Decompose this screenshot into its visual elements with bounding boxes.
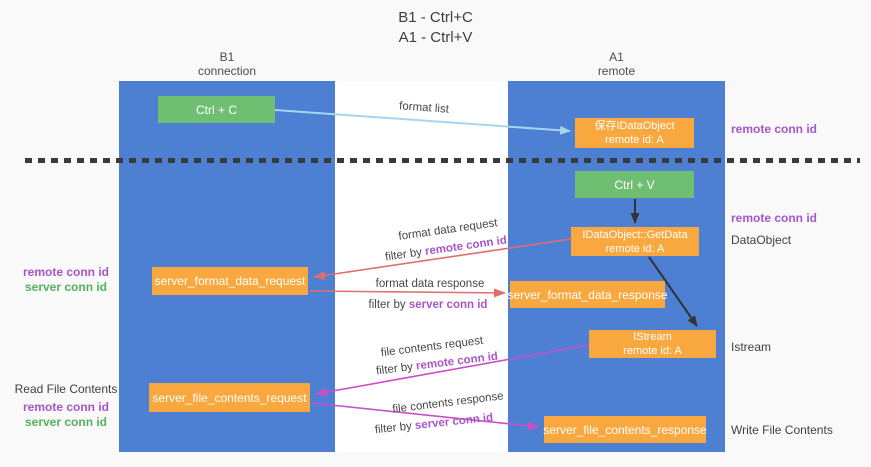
format-data-response-filter-label: filter by server conn id: [369, 299, 488, 311]
left-server-conn-id-1: server conn id: [24, 280, 108, 294]
dataobject-label: DataObject: [731, 233, 792, 247]
left-column-header: B1 connection: [119, 50, 335, 78]
right-remote-conn-id-mid: remote conn id: [731, 211, 818, 225]
server-file-contents-request-label: server_file_contents_request: [152, 390, 307, 405]
write-file-contents-label: Write File Contents: [731, 423, 833, 437]
server-file-contents-response-box: server_file_contents_response: [543, 416, 707, 443]
idataobject-getdata-line2: remote id: A: [605, 242, 665, 255]
save-idataobject-line1: 保存IDataObject: [594, 120, 675, 132]
server-format-data-request-box: server_format_data_request: [152, 267, 308, 295]
left-column-title: B1: [219, 50, 235, 64]
server-file-contents-request-box: server_file_contents_request: [149, 383, 310, 412]
format-data-response-label: format data response: [375, 278, 485, 290]
right-column-subtitle: remote: [597, 64, 636, 78]
ctrl-v-label: Ctrl + V: [614, 177, 655, 192]
istream-box: IStream remote id: A: [589, 330, 716, 358]
left-conn-id-group-1: remote conn id server conn id: [12, 265, 120, 295]
left-conn-id-group-2: Read File Contents remote conn id server…: [12, 382, 120, 430]
left-remote-conn-id-2: remote conn id: [22, 400, 109, 414]
left-server-conn-id-2: server conn id: [24, 415, 108, 429]
ctrl-c-label: Ctrl + C: [195, 102, 237, 117]
idataobject-getdata-line1: IDataObject::GetData: [582, 228, 688, 241]
title-line-2: A1 - Ctrl+V: [398, 29, 473, 46]
server-format-data-request-label: server_format_data_request: [154, 274, 306, 288]
filter-key-server-conn-id: server conn id: [408, 299, 488, 311]
read-file-contents-label: Read File Contents: [14, 382, 118, 396]
server-file-contents-response-label: server_file_contents_response: [543, 422, 707, 437]
istream-line2: remote id: A: [623, 345, 682, 357]
right-column-title: A1: [609, 50, 624, 64]
istream-line1: IStream: [633, 331, 672, 343]
idataobject-getdata-box: IDataObject::GetData remote id: A: [571, 227, 699, 256]
right-remote-conn-id-top: remote conn id: [731, 122, 818, 136]
title-line-1: B1 - Ctrl+C: [398, 9, 473, 26]
istream-annotation: Istream: [731, 340, 772, 354]
save-idataobject-line2: remote id: A: [605, 134, 664, 146]
server-format-data-response-box: server_format_data_response: [507, 281, 668, 308]
copy-paste-divider: [25, 158, 860, 163]
save-idataobject-box: 保存IDataObject remote id: A: [575, 118, 694, 148]
left-column-subtitle: connection: [197, 64, 257, 78]
right-column-header: A1 remote: [508, 50, 725, 78]
diagram-title: B1 - Ctrl+C A1 - Ctrl+V: [0, 8, 871, 48]
server-format-data-response-label: server_format_data_response: [507, 287, 668, 302]
filter-by-text: filter by: [368, 299, 409, 311]
ctrl-v-box: Ctrl + V: [575, 171, 694, 198]
ctrl-c-box: Ctrl + C: [158, 96, 275, 123]
left-remote-conn-id-1: remote conn id: [22, 265, 109, 279]
